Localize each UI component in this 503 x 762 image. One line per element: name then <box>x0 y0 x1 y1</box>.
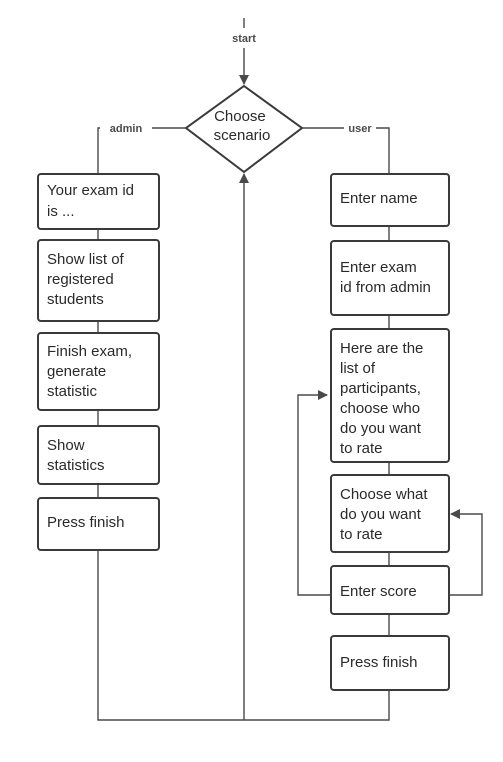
user-step-choose-what: Choose what do you want to rate <box>330 474 450 553</box>
decision-line: Choose <box>214 108 266 125</box>
user-step-enter-score: Enter score <box>330 565 450 615</box>
start-label: start <box>232 33 256 45</box>
step-line: Press finish <box>47 514 125 531</box>
decision-line: scenario <box>214 127 271 144</box>
step-line: Enter exam <box>340 259 417 276</box>
admin-label: admin <box>110 123 143 135</box>
admin-step-show-statistics: Show statistics <box>37 425 160 485</box>
step-line: statistics <box>47 457 105 474</box>
step-line: generate <box>47 363 106 380</box>
step-line: do you want <box>340 420 422 437</box>
step-line: students <box>47 291 104 308</box>
decision-diamond <box>184 84 304 174</box>
step-box <box>37 239 160 322</box>
step-line: to rate <box>340 526 383 543</box>
loop-score-to-participants <box>297 390 331 596</box>
step-text: Choose what do you want to rate <box>340 486 432 543</box>
step-text: Enter name <box>340 190 418 207</box>
step-line: Your exam id <box>47 182 134 199</box>
step-line: Show list of <box>47 251 125 268</box>
step-line: is ... <box>47 203 75 220</box>
admin-step-press-finish: Press finish <box>37 497 160 551</box>
step-text: Enter score <box>340 583 417 600</box>
admin-step-exam-id: Your exam id is ... <box>37 173 160 230</box>
step-box <box>330 240 450 316</box>
step-text: Finish exam, generate statistic <box>47 343 136 400</box>
step-box <box>37 425 160 485</box>
connectors <box>97 18 483 721</box>
decision-text: Choose scenario <box>214 108 271 144</box>
step-line: Here are the <box>340 340 423 357</box>
step-box <box>330 173 450 227</box>
step-text: Press finish <box>47 514 125 531</box>
step-line: Enter score <box>340 583 417 600</box>
user-step-participants: Here are the list of participants, choos… <box>330 328 450 463</box>
step-line: id from admin <box>340 279 431 296</box>
step-line: list of <box>340 360 376 377</box>
user-label: user <box>348 123 372 135</box>
step-text: Show statistics <box>47 437 105 474</box>
step-box <box>330 474 450 553</box>
step-line: Press finish <box>340 654 418 671</box>
loop-score-to-choose <box>447 509 483 596</box>
step-text: Show list of registered students <box>47 251 128 308</box>
step-text: Here are the list of participants, choos… <box>340 340 428 457</box>
step-text: Your exam id is ... <box>47 182 138 220</box>
user-branch-line <box>302 127 390 174</box>
step-text: Press finish <box>340 654 418 671</box>
decision-choose-scenario: Choose scenario <box>184 84 304 174</box>
admin-step-finish-exam: Finish exam, generate statistic <box>37 332 160 411</box>
step-line: Finish exam, <box>47 343 132 360</box>
step-line: choose who <box>340 400 420 417</box>
step-box <box>330 328 450 463</box>
user-step-enter-name: Enter name <box>330 173 450 227</box>
step-line: statistic <box>47 383 98 400</box>
step-box <box>37 332 160 411</box>
step-line: participants, <box>340 380 421 397</box>
admin-step-registered-students: Show list of registered students <box>37 239 160 322</box>
step-box <box>330 635 450 691</box>
step-line: Choose what <box>340 486 428 503</box>
step-box <box>330 565 450 615</box>
step-text: Enter exam id from admin <box>340 259 431 296</box>
step-line: to rate <box>340 440 383 457</box>
user-step-press-finish: Press finish <box>330 635 450 691</box>
user-step-enter-exam-id: Enter exam id from admin <box>330 240 450 316</box>
step-box <box>37 173 160 230</box>
admin-branch-line <box>97 127 186 174</box>
step-line: do you want <box>340 506 422 523</box>
step-line: registered <box>47 271 114 288</box>
step-line: Show <box>47 437 85 454</box>
step-box <box>37 497 160 551</box>
step-line: Enter name <box>340 190 418 207</box>
